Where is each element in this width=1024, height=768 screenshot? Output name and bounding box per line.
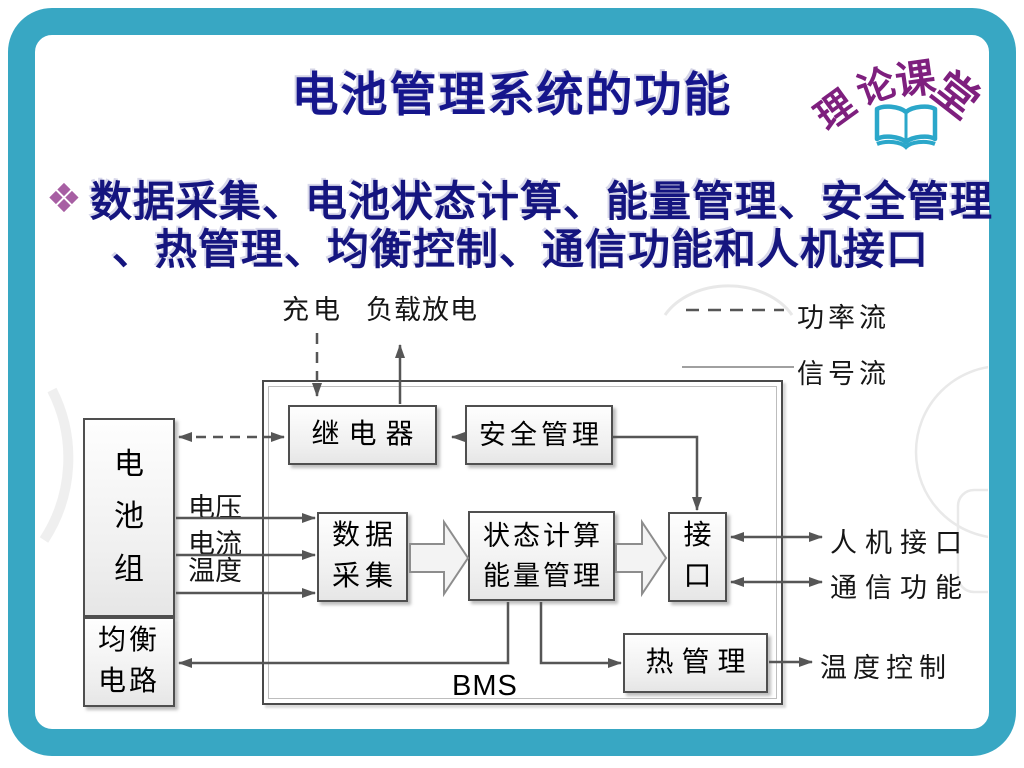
- watermark-arc-left: [39, 387, 74, 543]
- watermark-circle-right: [914, 365, 988, 539]
- bms-boundary-box: [262, 380, 783, 705]
- bms-label: BMS: [452, 670, 518, 702]
- balance-circuit-box: 均衡 电路: [83, 617, 175, 707]
- watermark-arcs: [39, 284, 988, 594]
- temperature-label: 温度: [188, 556, 242, 586]
- watermark-area: [36, 36, 988, 726]
- discharge-label: 负载放电: [366, 295, 478, 325]
- thermal-management-box: 热管理: [623, 633, 768, 693]
- temp-control-output-label: 温度控制: [820, 653, 952, 683]
- relay-box: 继电器: [288, 405, 437, 465]
- legend-power-flow-label: 功率流: [797, 303, 890, 333]
- battery-pack-box: 电 池 组: [83, 418, 175, 617]
- bullet-diamond-icon: ❖: [46, 176, 82, 222]
- bullet-line-2: 、热管理、均衡控制、通信功能和人机接口: [112, 228, 930, 274]
- charge-label: 充电: [282, 295, 344, 325]
- data-acquisition-box: 数据 采集: [317, 512, 408, 602]
- legend-signal-flow-label: 信号流: [797, 359, 890, 389]
- voltage-label: 电压: [188, 493, 242, 523]
- watermark-roundrect-right: [956, 488, 988, 594]
- safety-management-box: 安全管理: [465, 405, 613, 465]
- watermark-arc-center: [663, 284, 794, 316]
- comm-output-label: 通信功能: [830, 573, 970, 603]
- page-title: 电池管理系统的功能: [291, 70, 733, 122]
- bms-boundary-inner-line: [268, 386, 777, 699]
- state-energy-box: 状态计算 能量管理: [468, 511, 615, 601]
- hmi-output-label: 人机接口: [830, 528, 970, 558]
- open-book-icon: [874, 104, 938, 150]
- interface-box: 接 口: [668, 512, 727, 602]
- bullet-line-1: 数据采集、电池状态计算、能量管理、安全管理: [90, 180, 994, 226]
